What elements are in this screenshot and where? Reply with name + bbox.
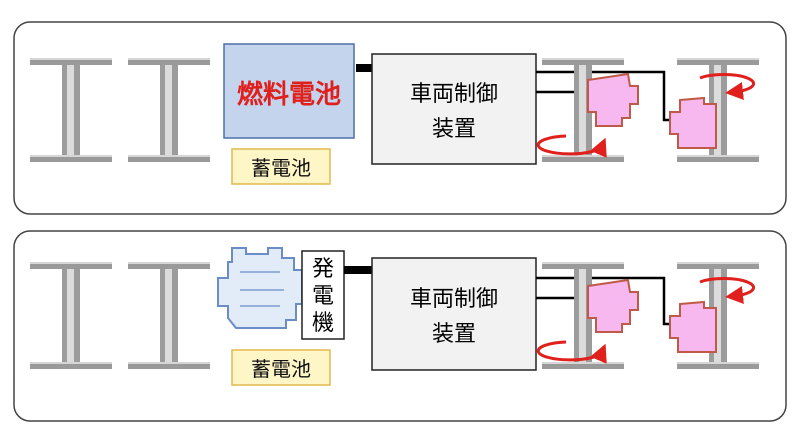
axle-powered (669, 58, 759, 162)
wheel-rotation-arrow-icon (536, 134, 607, 158)
fuel-cell-rect (223, 43, 355, 139)
vehicle-controller-label-line2: 装置 (432, 117, 476, 142)
power-wiring (536, 276, 670, 326)
wheel-rotation-arrow-icon (699, 277, 756, 304)
axle-unpowered (30, 58, 112, 162)
generator-label-char: 機 (312, 311, 334, 336)
power-bus-connector (356, 64, 372, 72)
traction-motor-icon (587, 72, 639, 127)
panel-engine-generator: 発 電 機 蓄電池 車両制御 装置 (13, 230, 787, 422)
battery-label: 蓄電池 (251, 357, 311, 381)
axle-powered (669, 262, 759, 369)
vehicle-controller-rect (371, 53, 537, 165)
axle-powered (536, 58, 639, 162)
fuel-cell-box: 燃料電池 (223, 43, 355, 139)
axle-unpowered (128, 262, 210, 369)
fuel-cell-label: 燃料電池 (237, 80, 341, 110)
generator-rect (301, 250, 345, 340)
battery-rect (231, 349, 331, 386)
generator-box: 発 電 機 (301, 250, 345, 340)
wheel-rotation-arrow-icon (536, 340, 607, 364)
traction-motor-icon (669, 96, 717, 149)
engine-icon (217, 247, 303, 329)
traction-motor-icon (669, 300, 717, 353)
power-wiring (536, 70, 670, 122)
vehicle-controller-box: 車両制御 装置 (371, 53, 537, 165)
vehicle-controller-box: 車両制御 装置 (371, 257, 537, 371)
axle-powered (536, 262, 639, 369)
vehicle-controller-label-line1: 車両制御 (410, 82, 498, 107)
battery-label: 蓄電池 (251, 156, 311, 180)
panel-fuel-cell: 燃料電池 蓄電池 車両制御 装置 (13, 21, 787, 215)
generator-label-char: 電 (312, 284, 334, 309)
vehicle-controller-label-line1: 車両制御 (410, 287, 498, 312)
wheel-rotation-arrow-icon (699, 73, 756, 100)
generator-label-char: 発 (312, 257, 334, 282)
battery-rect (231, 148, 331, 185)
vehicle-controller-label-line2: 装置 (432, 322, 476, 347)
axle-unpowered (128, 58, 210, 162)
vehicle-controller-rect (371, 257, 537, 371)
traction-motor-icon (587, 278, 639, 333)
battery-box: 蓄電池 (231, 148, 331, 185)
axle-unpowered (30, 262, 112, 369)
battery-box: 蓄電池 (231, 349, 331, 386)
engine-body-icon (217, 247, 303, 329)
power-bus-connector (344, 266, 372, 274)
